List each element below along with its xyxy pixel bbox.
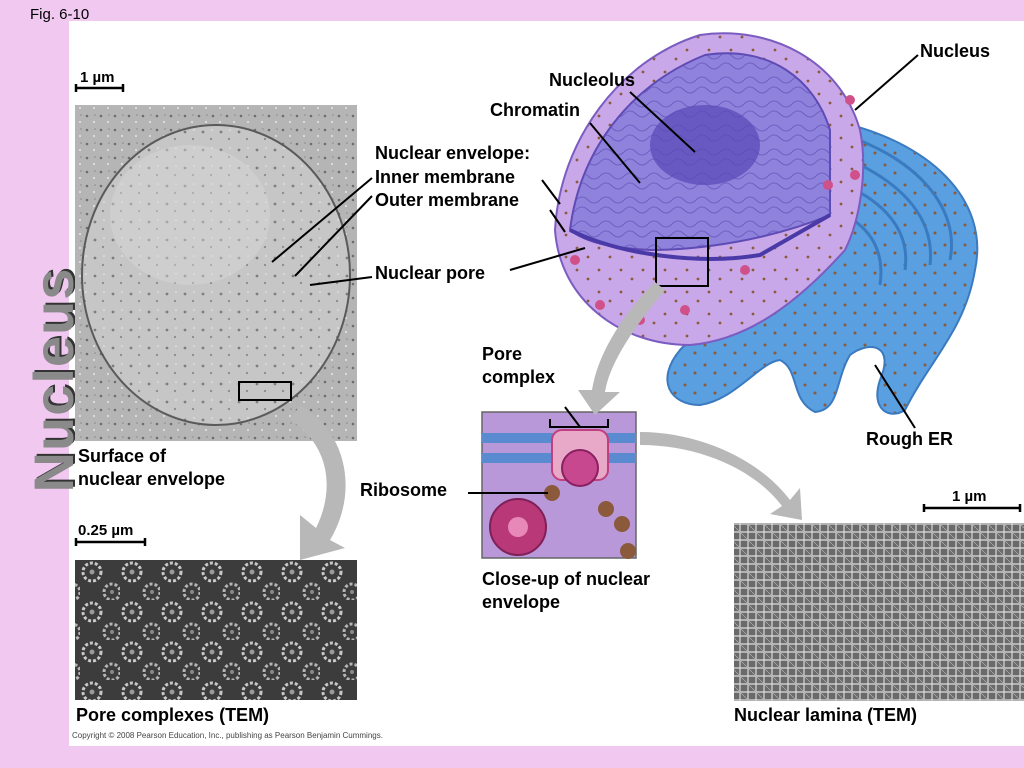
envelope-sphere bbox=[81, 124, 351, 426]
caption-pore-complexes: Pore complexes (TEM) bbox=[76, 705, 270, 725]
highlight-box-right bbox=[655, 237, 709, 287]
caption-closeup-line2: envelope bbox=[482, 592, 561, 612]
label-rough-er: Rough ER bbox=[866, 429, 953, 449]
micrograph-pore-complexes bbox=[75, 560, 357, 700]
figure-label: Fig. 6-10 bbox=[30, 6, 90, 23]
scale-bar-top-left bbox=[74, 84, 125, 92]
label-nuclear-pore: Nuclear pore bbox=[375, 263, 486, 283]
connector-arrows bbox=[290, 282, 802, 560]
nucleus-illustration bbox=[553, 32, 865, 347]
nucleolus-shape bbox=[650, 105, 760, 185]
ribosome-shape bbox=[544, 485, 560, 501]
caption-closeup-line1: Close-up of nuclear bbox=[482, 569, 651, 589]
caption-surface-line2: nuclear envelope bbox=[78, 469, 226, 489]
scale-label-right: 1 µm bbox=[952, 488, 987, 505]
caption-surface-line1: Surface of bbox=[78, 446, 167, 466]
scale-bar-bottom-left bbox=[74, 538, 147, 546]
sphere-highlight bbox=[110, 145, 270, 285]
label-ribosome: Ribosome bbox=[360, 480, 448, 500]
scale-bar-right bbox=[922, 504, 1022, 512]
micrograph-nuclear-lamina bbox=[734, 523, 1024, 701]
label-chromatin: Chromatin bbox=[490, 100, 580, 120]
copyright-notice: Copyright © 2008 Pearson Education, Inc.… bbox=[72, 731, 383, 740]
label-pore-complex-line1: Pore bbox=[482, 344, 523, 364]
envelope-cut-edge bbox=[569, 213, 831, 261]
scale-label-bottom-left: 0.25 µm bbox=[78, 522, 134, 539]
highlight-box-left bbox=[238, 381, 292, 401]
label-pore-complex-line2: complex bbox=[482, 367, 556, 387]
scale-label-top-left: 1 µm bbox=[80, 69, 115, 86]
label-nucleus: Nucleus bbox=[920, 41, 991, 61]
caption-nuclear-lamina: Nuclear lamina (TEM) bbox=[734, 705, 918, 725]
label-nucleolus: Nucleolus bbox=[549, 70, 636, 90]
label-outer-membrane: Outer membrane bbox=[375, 190, 520, 210]
callout-lines bbox=[271, 54, 919, 494]
closeup-panel bbox=[481, 411, 637, 559]
label-nuclear-envelope: Nuclear envelope: bbox=[375, 143, 531, 163]
label-inner-membrane: Inner membrane bbox=[375, 167, 516, 187]
